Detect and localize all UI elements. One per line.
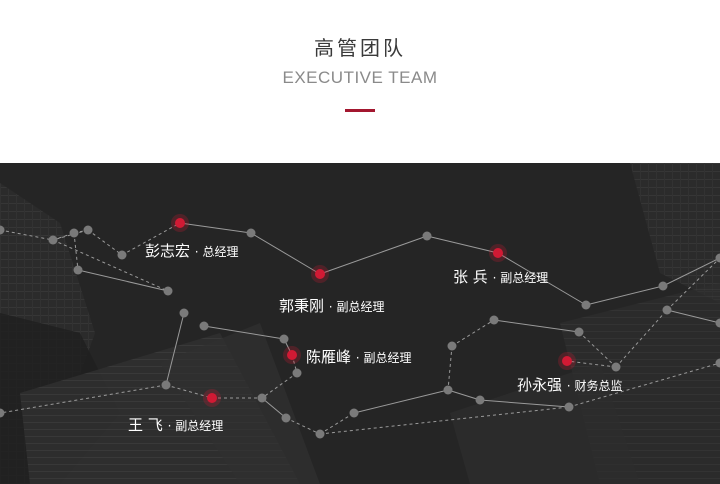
network-node (581, 300, 591, 310)
member-role: 财务总监 (574, 379, 623, 393)
member-card-zhang[interactable]: 张 兵 · 副总经理 (453, 268, 549, 286)
network-node (715, 358, 720, 368)
member-role: 副总经理 (336, 300, 385, 314)
network-node (48, 235, 58, 245)
section-header: 高管团队 EXECUTIVE TEAM (0, 0, 720, 163)
connection-line (578, 331, 617, 368)
connection-line (319, 412, 355, 435)
network-node (0, 408, 5, 418)
connection-network (0, 214, 720, 439)
title-divider (345, 109, 375, 112)
network-node (161, 380, 171, 390)
connection-line (203, 325, 285, 340)
network-node (292, 368, 302, 378)
member-name: 郭秉刚 (279, 297, 325, 315)
network-node (658, 281, 668, 291)
member-card-guo[interactable]: 郭秉刚 · 副总经理 (279, 297, 385, 315)
member-name: 张 兵 (453, 268, 488, 286)
connection-line (165, 384, 213, 399)
section-subtitle: EXECUTIVE TEAM (282, 68, 438, 87)
connection-line (165, 312, 185, 386)
network-node (69, 228, 79, 238)
member-card-chen[interactable]: 陈雁峰 · 副总经理 (306, 348, 412, 366)
highlight-node (207, 393, 217, 403)
building-background (0, 163, 720, 484)
connection-line (353, 389, 449, 414)
network-node (422, 231, 432, 241)
member-role: 副总经理 (175, 419, 224, 433)
connection-line (451, 319, 495, 347)
connection-line (426, 235, 499, 254)
network-node (73, 265, 83, 275)
connection-line (52, 239, 169, 292)
member-card-sun[interactable]: 孙永强 · 财务总监 (517, 376, 623, 394)
member-role: 副总经理 (363, 351, 412, 365)
highlight-node (315, 269, 325, 279)
connection-line (566, 360, 617, 368)
highlight-node (175, 218, 185, 228)
connection-line (285, 417, 321, 435)
connection-line (568, 362, 720, 408)
network-node (246, 228, 256, 238)
member-card-peng[interactable]: 彭志宏 · 总经理 (145, 242, 239, 260)
connection-line (121, 222, 181, 256)
network-node (564, 402, 574, 412)
connection-line (585, 285, 664, 306)
network-node (117, 250, 127, 260)
network-node (443, 385, 453, 395)
network-node (715, 318, 720, 328)
section-title: 高管团队 (314, 36, 406, 60)
connection-line (0, 229, 54, 241)
connection-line (615, 309, 668, 368)
member-name: 陈雁峰 (306, 348, 352, 366)
member-name: 彭志宏 (145, 242, 191, 260)
highlight-node (562, 356, 572, 366)
network-node (475, 395, 485, 405)
member-role: 副总经理 (500, 271, 549, 285)
member-card-wang[interactable]: 王 飞 · 副总经理 (128, 416, 224, 434)
network-node (315, 429, 325, 439)
connection-line (493, 319, 580, 333)
network-node (257, 393, 267, 403)
network-node (611, 362, 621, 372)
network-node (83, 225, 93, 235)
network-node (715, 253, 720, 263)
network-node (574, 327, 584, 337)
connection-line (250, 232, 321, 275)
connection-line (261, 397, 287, 419)
network-node (349, 408, 359, 418)
connection-line (497, 252, 587, 306)
connection-line (666, 309, 720, 324)
highlight-node (493, 248, 503, 258)
highlight-node (287, 350, 297, 360)
member-role: 总经理 (202, 245, 239, 259)
network-node (179, 308, 189, 318)
network-node (489, 315, 499, 325)
member-name: 孙永强 (517, 376, 563, 394)
network-node (447, 341, 457, 351)
network-node (662, 305, 672, 315)
connection-line (179, 222, 252, 234)
connection-line (73, 232, 79, 271)
network-node (199, 321, 209, 331)
connection-line (0, 384, 167, 414)
connection-line (447, 345, 453, 391)
connection-line (447, 389, 481, 401)
team-network-panel: 彭志宏 · 总经理 郭秉刚 · 副总经理 张 兵 · 副总经理 陈雁峰 · 副总… (0, 163, 720, 484)
network-node (0, 225, 5, 235)
connection-line (666, 257, 720, 311)
connection-line (77, 269, 169, 292)
connection-line (479, 399, 570, 408)
network-node (279, 334, 289, 344)
connection-line (662, 257, 720, 287)
network-node (163, 286, 173, 296)
connection-line (319, 235, 428, 275)
connection-line (87, 229, 123, 256)
network-node (281, 413, 291, 423)
member-name: 王 飞 (128, 416, 163, 434)
connection-line (261, 372, 298, 399)
